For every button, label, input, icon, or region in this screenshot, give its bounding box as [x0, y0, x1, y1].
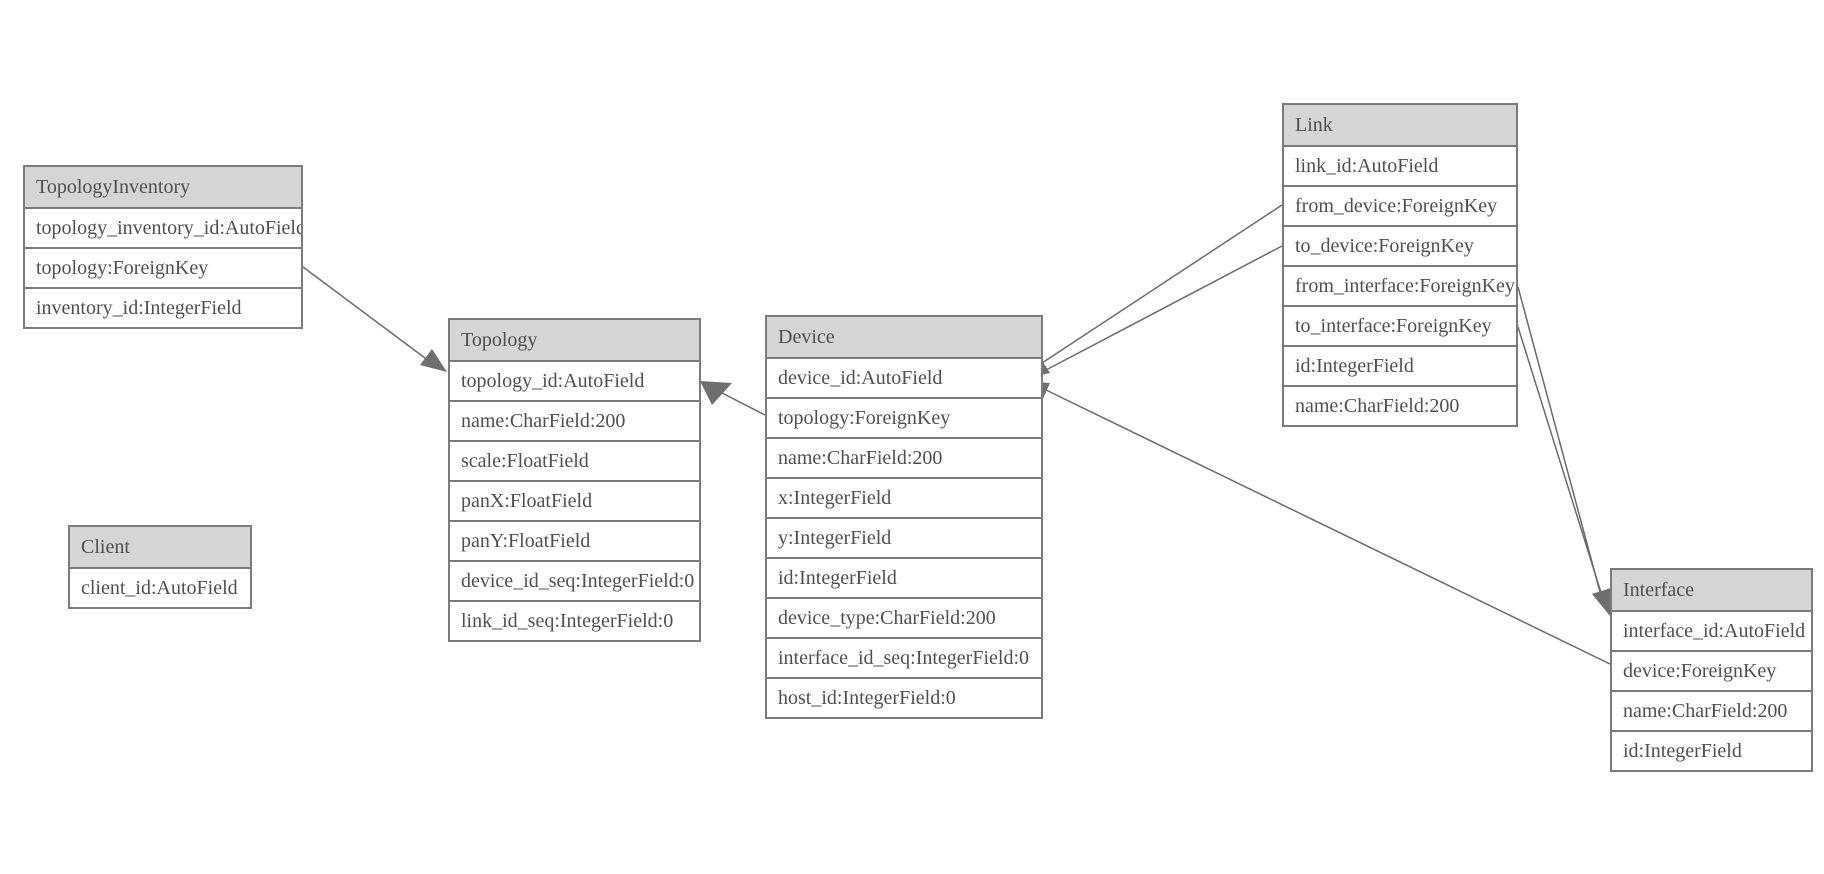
entity-field: inventory_id:IntegerField — [25, 287, 301, 327]
entity-header: Link — [1284, 105, 1516, 145]
entity-field: name:CharField:200 — [767, 437, 1041, 477]
entity-field: interface_id_seq:IntegerField:0 — [767, 637, 1041, 677]
entity-field: to_interface:ForeignKey — [1284, 305, 1516, 345]
entity-field: topology_inventory_id:AutoField — [25, 207, 301, 247]
arrowhead-into-topology-left — [420, 349, 447, 372]
entity-field: topology:ForeignKey — [767, 397, 1041, 437]
entity-field: device:ForeignKey — [1612, 650, 1811, 690]
entity-field: id:IntegerField — [767, 557, 1041, 597]
entity-field: panX:FloatField — [450, 480, 699, 520]
entity-field: name:CharField:200 — [450, 400, 699, 440]
edge-topologyinventory-topology — [302, 266, 430, 362]
entity-interface: Interface interface_id:AutoField device:… — [1610, 568, 1813, 772]
entity-field: id:IntegerField — [1284, 345, 1516, 385]
entity-field: x:IntegerField — [767, 477, 1041, 517]
entity-field: host_id:IntegerField:0 — [767, 677, 1041, 717]
entity-field: panY:FloatField — [450, 520, 699, 560]
entity-field: from_interface:ForeignKey — [1284, 265, 1516, 305]
entity-device: Device device_id:AutoField topology:Fore… — [765, 315, 1043, 719]
entity-topology: Topology topology_id:AutoField name:Char… — [448, 318, 701, 642]
entity-field: device_type:CharField:200 — [767, 597, 1041, 637]
edge-device-topology — [721, 392, 766, 416]
edge-interface-device-device — [1045, 389, 1611, 665]
entity-field: device_id_seq:IntegerField:0 — [450, 560, 699, 600]
entity-field: name:CharField:200 — [1284, 385, 1516, 425]
entity-field: topology_id:AutoField — [450, 360, 699, 400]
edge-link-frominterface-interface — [1517, 286, 1601, 593]
edge-link-fromdevice-device — [1041, 204, 1283, 364]
entity-field: to_device:ForeignKey — [1284, 225, 1516, 265]
entity-field: interface_id:AutoField — [1612, 610, 1811, 650]
entity-client: Client client_id:AutoField — [68, 525, 252, 609]
entity-field: link_id_seq:IntegerField:0 — [450, 600, 699, 640]
entity-header: Interface — [1612, 570, 1811, 610]
entity-header: Client — [70, 527, 250, 567]
entity-header: TopologyInventory — [25, 167, 301, 207]
entity-field: device_id:AutoField — [767, 357, 1041, 397]
entity-field: y:IntegerField — [767, 517, 1041, 557]
entity-field: name:CharField:200 — [1612, 690, 1811, 730]
entity-field: from_device:ForeignKey — [1284, 185, 1516, 225]
arrowhead-into-interface — [1592, 588, 1611, 616]
entity-header: Topology — [450, 320, 699, 360]
entity-link: Link link_id:AutoField from_device:Forei… — [1282, 103, 1518, 427]
arrowhead-into-topology-right — [700, 381, 732, 405]
entity-field: id:IntegerField — [1612, 730, 1811, 770]
entity-topology-inventory: TopologyInventory topology_inventory_id:… — [23, 165, 303, 329]
edge-link-tointerface-interface — [1517, 326, 1604, 600]
entity-field: client_id:AutoField — [70, 567, 250, 607]
entity-field: scale:FloatField — [450, 440, 699, 480]
entity-field: link_id:AutoField — [1284, 145, 1516, 185]
entity-header: Device — [767, 317, 1041, 357]
edge-link-todevice-device — [1045, 245, 1283, 371]
entity-field: topology:ForeignKey — [25, 247, 301, 287]
